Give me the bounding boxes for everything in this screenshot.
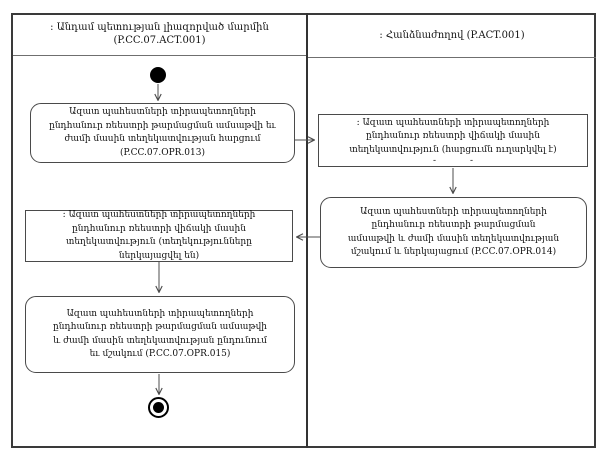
action-opr015-label: Ազատ պահեստների տիրապետողների ընդհանուր … [53, 308, 267, 360]
mark-dash: - [470, 156, 474, 167]
object-request-sent: : Ազատ պահեստների տիրապետողների ընդհանու… [318, 114, 588, 167]
action-opr014-label: Ազատ պահեստների տիրապետողների ընդհանուր … [347, 206, 560, 258]
object-info-submitted: : Ազատ պահեստների տիրապետողների ընդհանու… [25, 210, 293, 262]
initial-node [150, 67, 166, 83]
action-opr013-label: Ազատ պահեստների տիրապետողների ընդհանուր … [49, 107, 276, 158]
object-info-submitted-label: : Ազատ պահեստների տիրապետողների ընդհանու… [62, 210, 256, 261]
final-node-core [153, 402, 164, 413]
action-opr013: Ազատ պահեստների տիրապետողների ընդհանուր … [30, 103, 295, 163]
lane-header-commission: : Հանձնաժողով (P.ACT.001) [308, 13, 596, 58]
mark-dash: - [432, 156, 436, 167]
final-node [148, 397, 169, 418]
lane-code: (P.CC.07.ACT.001) [113, 35, 206, 46]
action-opr014: Ազատ պահեստների տիրապետողների ընդհանուր … [320, 197, 587, 268]
lane-title: : Անդամ պետության լիազորված մարմին [50, 22, 269, 33]
diagram-outer-frame [11, 13, 596, 448]
swimlane-divider [306, 13, 308, 448]
action-opr015: Ազատ պահեստների տիրապետողների ընդհանուր … [25, 296, 295, 373]
lane-header-authorized-body: : Անդամ պետության լիազորված մարմին (P.CC… [13, 13, 306, 56]
lane-title: : Հանձնաժողով (P.ACT.001) [379, 29, 525, 41]
object-request-sent-marks: - - [329, 156, 577, 167]
object-request-sent-label: : Ազատ պահեստների տիրապետողների ընդհանու… [349, 117, 557, 155]
